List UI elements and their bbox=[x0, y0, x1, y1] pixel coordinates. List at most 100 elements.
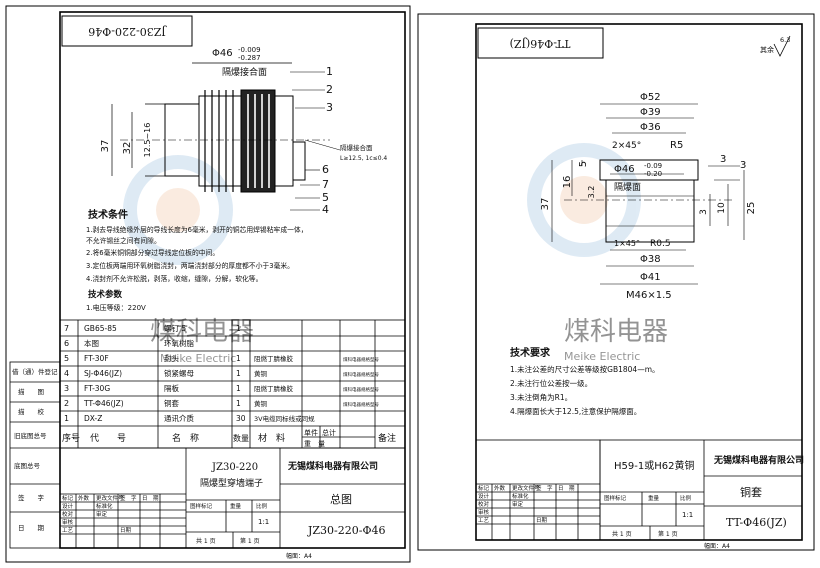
bom-cell-no: 5 bbox=[64, 354, 69, 363]
bom-cell-code: FT-30G bbox=[84, 384, 110, 393]
part-name: 铜套 bbox=[740, 485, 762, 499]
bom-header-weight: 重 量 bbox=[304, 440, 325, 448]
bom-cell-mat: 阻燃丁腈橡胶 bbox=[254, 384, 294, 393]
drawing-no: TT-Φ46(JZ) bbox=[726, 516, 787, 529]
bom-cell-no: 1 bbox=[64, 414, 69, 423]
bom-cell-name: 螺钉 5 bbox=[164, 323, 186, 333]
callout-2: 2 bbox=[326, 83, 333, 96]
bom-cell-note: 煤科电器规格型号 bbox=[343, 356, 379, 363]
drawing-type: 总图 bbox=[330, 492, 352, 506]
dim-d46-lo: -0.20 bbox=[644, 170, 662, 178]
drawing-no: JZ30-220-Φ46 bbox=[307, 524, 386, 537]
bom-header-name: 名 称 bbox=[172, 432, 199, 444]
bom-cell-code: FT-30F bbox=[84, 354, 109, 363]
dim-m46: M46×1.5 bbox=[626, 290, 672, 301]
bom-cell-code: GB65-85 bbox=[84, 324, 117, 333]
bom-header-no: 序号 bbox=[62, 432, 80, 444]
watermark-text: 煤科电器 bbox=[564, 317, 668, 347]
callout-4: 4 bbox=[322, 203, 329, 216]
bom-header-note: 备注 bbox=[378, 432, 396, 444]
tb-stage: 图样标记 bbox=[604, 494, 627, 502]
bom-cell-qty: 1 bbox=[236, 399, 241, 408]
tb-change: 更改文件号 bbox=[512, 484, 540, 492]
assembly-drawing-svg: 煤科电器 Meike Electric JZ30-220-Φ46 Φ46 -0.… bbox=[5, 5, 411, 563]
tb-count: 外数 bbox=[78, 494, 90, 502]
bom-header-mat: 材 料 bbox=[258, 432, 285, 444]
side-label-6: 日 期 bbox=[18, 524, 45, 532]
tb-std: 标准化 bbox=[96, 502, 113, 510]
bom-cell-no: 2 bbox=[64, 399, 69, 408]
tb-craft: 工艺 bbox=[478, 517, 490, 524]
bom-cell-code: TT-Φ46(JZ) bbox=[83, 399, 124, 408]
dim-chamfer2: 1×45° bbox=[614, 239, 640, 248]
tb-scale-val: 1:1 bbox=[258, 518, 269, 526]
tech-item-3: 3.未注倒角为R1。 bbox=[510, 392, 572, 402]
title-block-grid bbox=[59, 447, 406, 549]
bom-header-qty: 数量 bbox=[233, 433, 249, 443]
bom-cell-qty: 1 bbox=[236, 369, 241, 378]
bom-cell-qty: 30 bbox=[236, 414, 246, 423]
title-block-grid bbox=[475, 439, 803, 541]
tech-item-4: 4.浇封剂不允许松脱，剥落，收缩，缝隙，分解，软化等。 bbox=[86, 274, 262, 283]
tb-sheet: 第 1 页 bbox=[658, 530, 678, 538]
bom-cell-no: 3 bbox=[64, 384, 69, 393]
dim-v3c: 3 bbox=[699, 209, 709, 215]
tb-date: 日 期 bbox=[142, 495, 159, 502]
title-desc: 隔爆型穿墙端子 bbox=[200, 477, 263, 489]
tb-check: 校对 bbox=[478, 500, 490, 508]
bom-table-grid bbox=[59, 319, 406, 449]
dim-h5: 5 bbox=[578, 161, 589, 167]
bom-cell-no: 4 bbox=[64, 369, 69, 378]
bom-cell-qty: 1 bbox=[236, 354, 241, 363]
tech-title: 技术要求 bbox=[510, 346, 551, 359]
stamp-drawing-no: TT-Φ46(JZ) bbox=[510, 37, 571, 50]
side-label-5: 签 字 bbox=[18, 493, 45, 502]
dim-range: 12.5~16 bbox=[143, 123, 152, 158]
paper-size: 幅面：A4 bbox=[286, 552, 312, 560]
tb-change: 更改文件号 bbox=[96, 494, 124, 502]
roughness-prefix: 其余 bbox=[760, 45, 774, 54]
side-label-3: 旧底图总号 bbox=[14, 431, 47, 440]
label-flame-face: 隔爆面 bbox=[614, 181, 641, 193]
tech-item-1: 1.剥去导线绝缘外层的导线长度为6毫米，剥开的铜芯用焊锡粘牢成一体， bbox=[86, 225, 308, 234]
tb-date: 日 期 bbox=[558, 485, 575, 492]
assembly-body bbox=[120, 89, 330, 193]
tb-scale: 比例 bbox=[256, 502, 268, 510]
bom-cell-no: 6 bbox=[64, 339, 69, 348]
bom-cell-name: 铜套 bbox=[164, 398, 179, 408]
dim-phi46-upper: -0.009 bbox=[238, 46, 261, 54]
callout-1: 1 bbox=[326, 65, 333, 78]
tb-weight: 重量 bbox=[648, 494, 660, 502]
tech-item-3: 3.定位板两端用环氧树脂浇封，两端浇封部分的厚度都不小于3毫米。 bbox=[86, 261, 294, 270]
note-flame-face-title: 隔爆接合面 bbox=[340, 143, 373, 152]
dim-r32: 3.2 bbox=[587, 186, 596, 199]
dim-d36: Φ36 bbox=[640, 122, 661, 133]
dim-phi46-lower: -0.287 bbox=[238, 54, 261, 62]
dim-chamfer: 2×45° bbox=[612, 141, 641, 151]
bom-cell-code: SJ-Φ46(JZ) bbox=[84, 369, 122, 378]
bom-header-total: 总计 bbox=[322, 428, 336, 437]
watermark-logo bbox=[123, 155, 233, 265]
part-drawing-svg: 煤科电器 Meike Electric TT-Φ46(JZ) 其余 6.3 Φ5… bbox=[417, 13, 815, 551]
bom-cell-note: 煤科电器规格型号 bbox=[343, 386, 379, 393]
bom-cell-no: 7 bbox=[64, 324, 69, 333]
params-item-1: 1.电压等级：220V bbox=[86, 303, 146, 312]
note-flame-face-value: L≥12.5, 1c≤0.4 bbox=[340, 155, 387, 162]
side-label-0: 借（通）件登记 bbox=[12, 367, 58, 376]
tech-item-4: 4.隔爆面长大于12.5,注意保护隔爆面。 bbox=[510, 406, 641, 416]
stamp-drawing-no: JZ30-220-Φ46 bbox=[88, 25, 167, 38]
side-label-2: 描 校 bbox=[18, 407, 45, 416]
tech-item-1b: 不允许锡丝之间有间隙。 bbox=[86, 236, 161, 245]
bom-header-code: 代 号 bbox=[90, 433, 126, 444]
company-name: 无锡煤科电器有限公司 bbox=[287, 460, 378, 472]
tb-check: 校对 bbox=[62, 510, 74, 518]
bom-cell-name: 锁紧螺母 bbox=[164, 368, 194, 378]
company-name: 无锡煤科电器有限公司 bbox=[713, 454, 804, 466]
dim-32: 32 bbox=[122, 142, 133, 155]
tech-item-1: 1.未注公差的尺寸公差等级按GB1804—m。 bbox=[510, 364, 660, 374]
dim-d41: Φ41 bbox=[640, 272, 661, 283]
bom-cell-note: 煤科电器规格型号 bbox=[343, 401, 379, 408]
side-label-1: 描 图 bbox=[18, 387, 44, 396]
dim-v3b: 3 bbox=[740, 160, 746, 171]
